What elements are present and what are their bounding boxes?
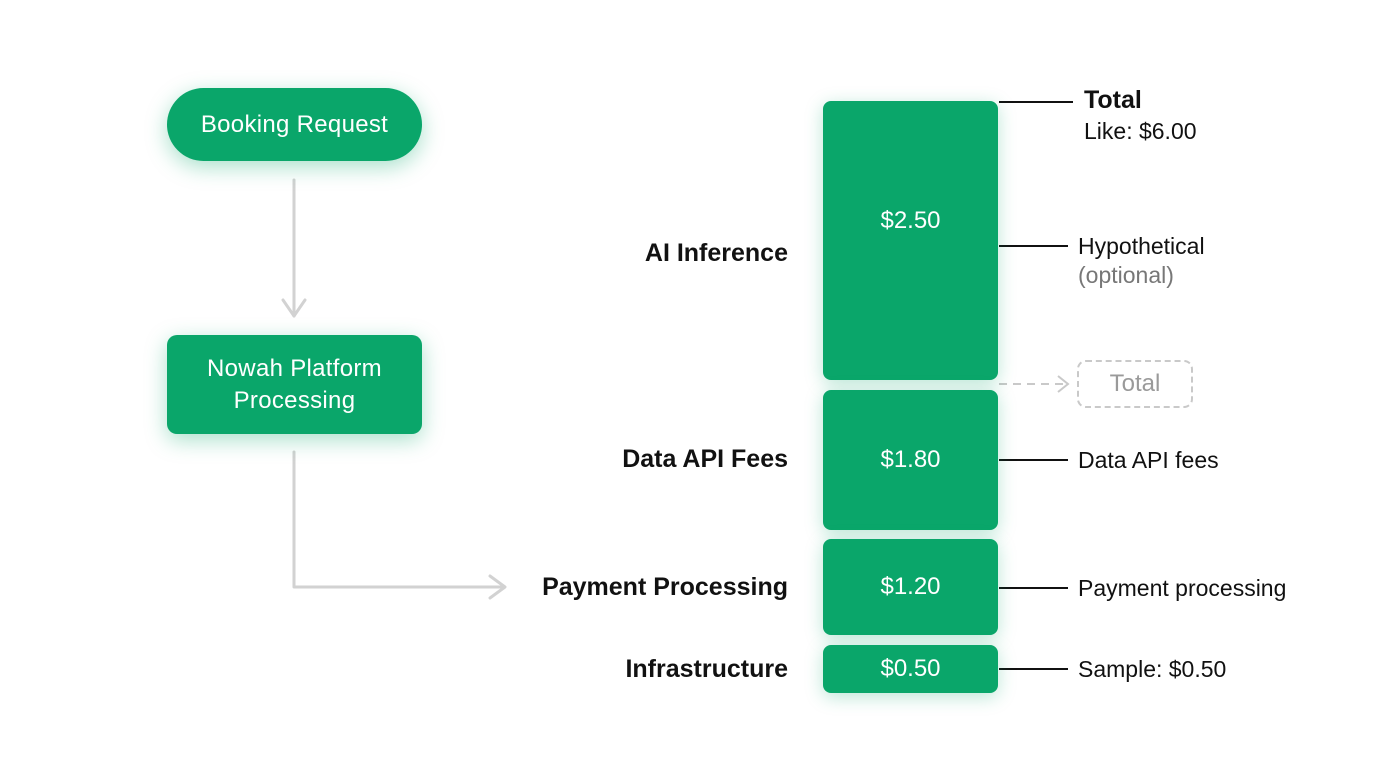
- segment-value-infrastructure: $0.50: [880, 655, 941, 682]
- category-label-payment-processing: Payment Processing: [542, 573, 788, 601]
- total-subtitle: Like: $6.00: [1084, 118, 1197, 144]
- ghost-total-label: Total: [1109, 370, 1161, 397]
- ghost-total-connector: [999, 375, 1070, 393]
- segment-value-data-api-fees: $1.80: [880, 446, 941, 473]
- flow-connectors: [281, 178, 507, 600]
- arrowhead-platform-to-payment: [488, 574, 507, 600]
- annotation-ai-main: Hypothetical: [1078, 233, 1205, 259]
- ghost-total-arrowhead: [1057, 375, 1070, 393]
- annotation-data-api: Data API fees: [1078, 447, 1219, 473]
- annotation-leaders: [999, 101, 1073, 670]
- segment-value-payment-processing: $1.20: [880, 573, 941, 600]
- category-label-ai-inference: AI Inference: [644, 239, 788, 267]
- segment-infrastructure: $0.50: [823, 645, 998, 693]
- connector-platform-to-payment: [292, 450, 505, 589]
- arrowhead-request-to-platform: [281, 298, 307, 318]
- booking-request-node: Booking Request: [167, 88, 422, 161]
- segment-payment-processing: $1.20: [823, 539, 998, 635]
- segment-data-api-fees: $1.80: [823, 390, 998, 530]
- platform-processing-node: Nowah Platform Processing: [167, 335, 422, 434]
- total-title: Total: [1084, 86, 1142, 114]
- ghost-total-box: Total: [1077, 360, 1193, 408]
- category-label-infrastructure: Infrastructure: [625, 655, 788, 683]
- platform-processing-label: Nowah Platform Processing: [207, 354, 382, 414]
- segment-value-ai-inference: $2.50: [880, 206, 941, 234]
- annotation-payment: Payment processing: [1078, 575, 1287, 601]
- annotation-infrastructure: Sample: $0.50: [1078, 656, 1227, 682]
- annotation-ai-sub: (optional): [1078, 262, 1174, 288]
- category-label-data-api-fees: Data API Fees: [622, 445, 788, 473]
- segment-ai-inference: $2.50: [823, 101, 998, 380]
- booking-request-label: Booking Request: [200, 110, 389, 138]
